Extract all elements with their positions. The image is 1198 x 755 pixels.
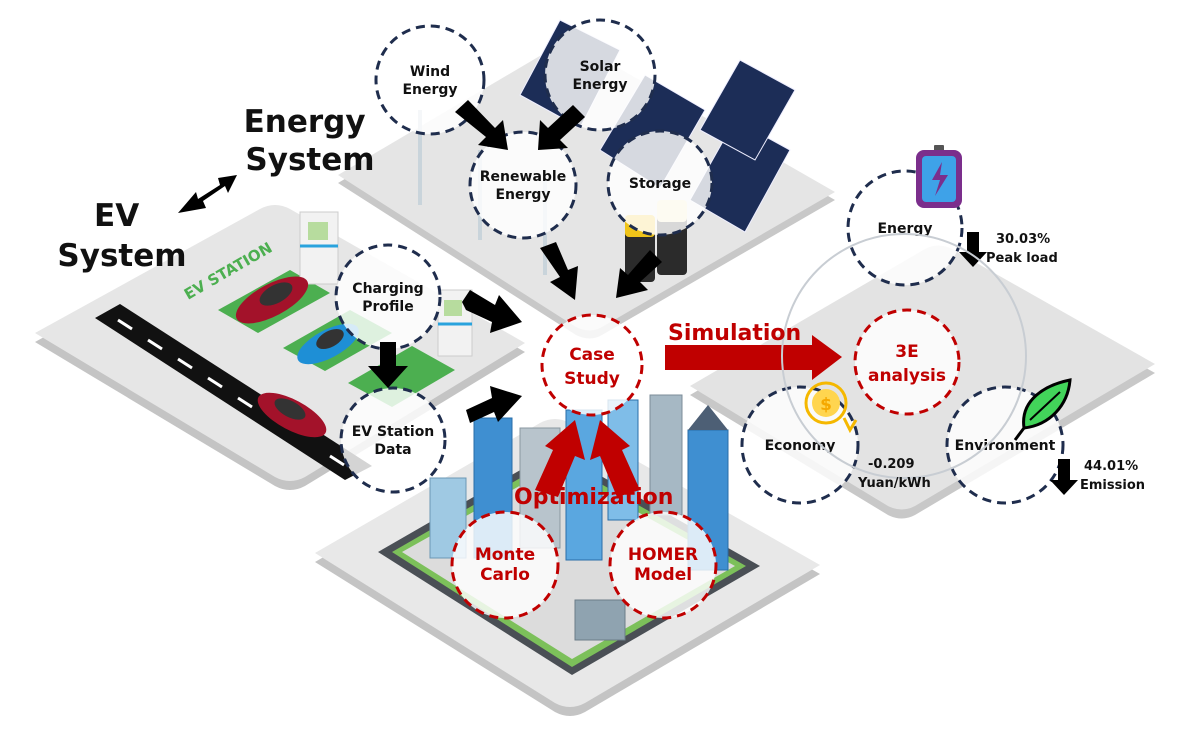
dashed-circle <box>339 386 447 494</box>
metric-economy: -0.209 Yuan/kWh <box>857 457 931 491</box>
dashed-circle <box>608 510 718 620</box>
svg-text:30.03%: 30.03% <box>996 232 1050 247</box>
dashed-circle <box>468 130 578 240</box>
arrow-charging-to-station <box>368 342 408 388</box>
dashed-circle <box>334 243 442 351</box>
svg-text:-0.209: -0.209 <box>868 457 915 472</box>
arrow-homer-to-case <box>590 420 640 497</box>
dashed-circle <box>853 308 961 416</box>
optimization-label: Optimization <box>514 485 673 510</box>
road-markings <box>117 318 345 467</box>
energy-system-title: Energy System <box>244 104 377 178</box>
svg-text:$: $ <box>820 395 832 415</box>
svg-text:Emission: Emission <box>1080 478 1145 493</box>
node-label: Energy <box>877 221 932 237</box>
dashed-circle <box>543 18 657 132</box>
arrow-renewable-to-case <box>540 242 578 300</box>
battery-icon <box>916 145 962 208</box>
road <box>95 304 372 480</box>
arrow-station-to-case <box>466 386 522 423</box>
red-car <box>235 276 309 324</box>
node-label: Environment <box>955 438 1056 454</box>
svg-text:44.01%: 44.01% <box>1084 459 1138 474</box>
blue-car <box>297 323 359 365</box>
node-label: Economy <box>765 438 836 454</box>
arrow-wind-to-renewable <box>455 100 508 150</box>
arrow-simulation <box>665 335 842 380</box>
node-economy: Economy <box>740 385 860 505</box>
svg-text:Yuan/kWh: Yuan/kWh <box>857 476 931 491</box>
flow-arrows <box>368 100 1078 497</box>
node-storage: Storage <box>606 129 714 237</box>
dashed-circle <box>374 24 486 136</box>
ev-system-title: EV System <box>57 198 186 274</box>
arrow-storage-to-case <box>616 250 662 298</box>
arrow-solar-to-renewable <box>538 105 585 150</box>
ev-charger <box>299 211 339 285</box>
simulation-label: Simulation <box>668 321 801 346</box>
dashed-circle <box>540 313 644 417</box>
red-car-road <box>257 392 327 438</box>
metric-energy: 30.03% Peak load <box>986 232 1058 266</box>
svg-text:Peak load: Peak load <box>986 251 1058 266</box>
dashed-circle <box>450 510 560 620</box>
arrow-down-emission <box>1050 459 1078 495</box>
arrow-charging-to-case <box>462 290 522 333</box>
node-label: Storage <box>629 176 691 192</box>
arrow-down-peak-load <box>959 232 987 267</box>
dashed-circle <box>606 129 714 237</box>
bidirectional-arrow-icon <box>178 175 237 213</box>
arrow-monte-to-case <box>535 420 585 497</box>
dollar-coin-icon: $ <box>804 381 858 434</box>
3e-ring <box>781 233 1027 479</box>
leaf-icon <box>1013 378 1072 441</box>
metric-environment: 44.01% Emission <box>1080 459 1145 493</box>
